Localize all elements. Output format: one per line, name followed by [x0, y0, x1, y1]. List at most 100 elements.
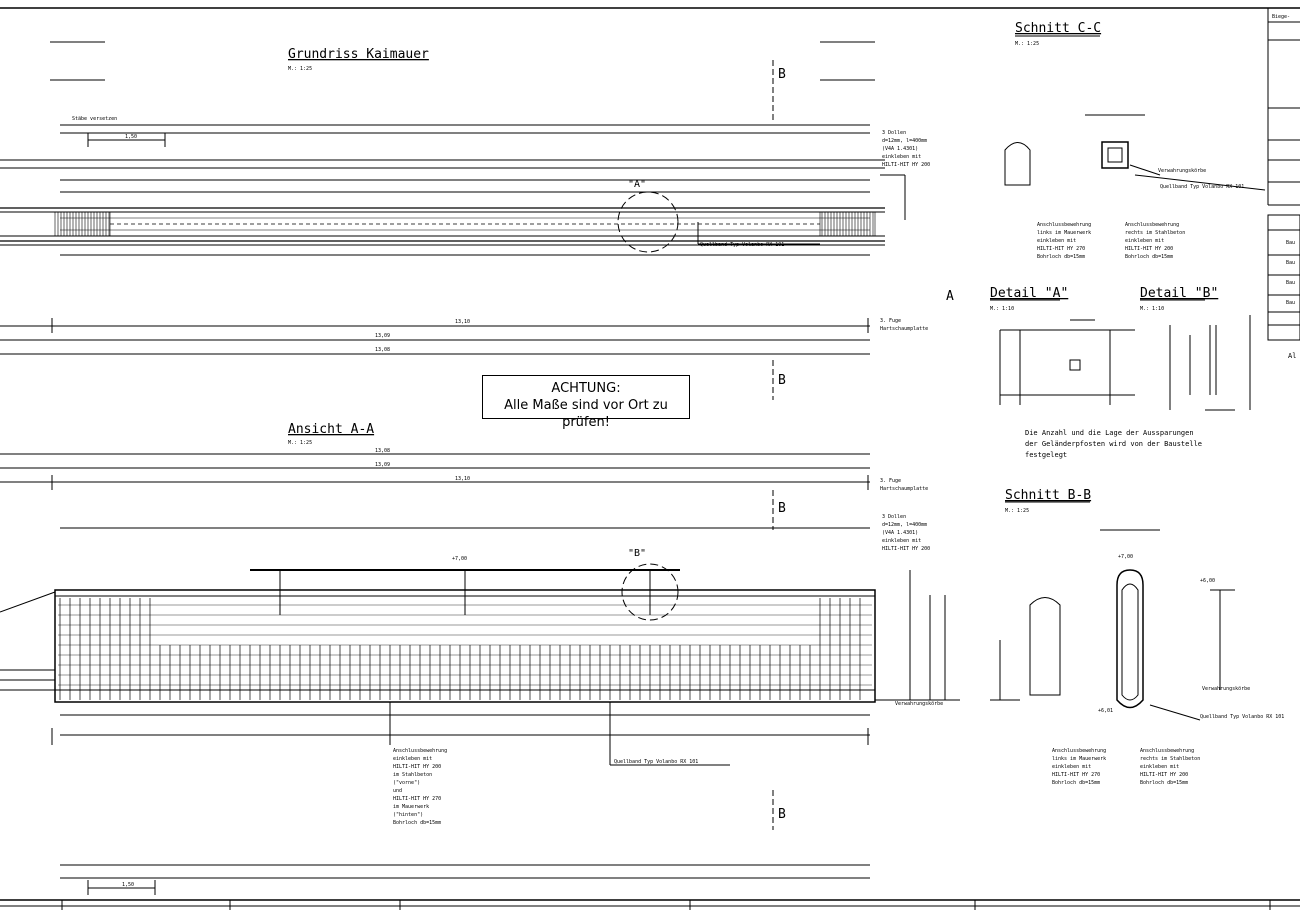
note-line: HILTI-HIT HY 200	[1125, 246, 1173, 252]
level-bb-top: +7,00	[1118, 554, 1133, 560]
dim-1309-plan: 13,09	[375, 333, 390, 339]
note-dollen-elev: 3 Dollen d=12mm, l=400mm (V4A 1.4301) einkl…	[882, 514, 930, 552]
section-marker-b-4: B	[778, 807, 786, 822]
dim-1308-elev: 13,08	[375, 448, 390, 454]
note-anschluss-cc-links: Anschlussbewehrung links im Mauerwerk eink…	[1037, 222, 1091, 260]
schnitt-cc-title: Schnitt C-C	[1015, 21, 1101, 36]
titleblock-note: Al	[1288, 352, 1296, 360]
note-line: Bohrloch db=15mm	[1037, 254, 1085, 260]
level-bb-right: +6,00	[1200, 578, 1215, 584]
note-line: Anschlussbewehrung	[393, 748, 447, 754]
note-quellband-ansicht: Quellband Typ Volanbo RX 101	[614, 759, 698, 765]
note-staebe: Stäbe versetzen	[72, 116, 117, 122]
detail-b-title: Detail "B"	[1140, 286, 1218, 301]
note-line: Anschlussbewehrung	[1140, 748, 1194, 754]
grundriss-scale: M.: 1:25	[288, 66, 312, 72]
note-line: einkleben mit	[882, 538, 921, 544]
note-line: Bohrloch db=15mm	[393, 820, 441, 826]
dim-1310-plan: 13,10	[455, 319, 470, 325]
note-line: festgelegt	[1025, 451, 1067, 459]
dim-1308-plan: 13,08	[375, 347, 390, 353]
note-verwahrung-elev: Verwahrungskörbe	[895, 701, 943, 707]
note-line: ("vorne")	[393, 780, 420, 786]
note-line: HILTI-HIT HY 270	[1037, 246, 1085, 252]
note-line: einkleben mit	[393, 756, 432, 762]
schnitt-bb-scale: M.: 1:25	[1005, 508, 1029, 514]
note-quellband-bb: Quellband Typ Volanbo RX 101	[1200, 714, 1284, 720]
titleblock-header: Biege-	[1272, 14, 1290, 20]
detail-a-title: Detail "A"	[990, 286, 1068, 301]
note-line: Bau	[1286, 260, 1295, 266]
note-line: Bau	[1286, 280, 1295, 286]
section-marker-b-1: B	[778, 67, 786, 82]
note-dollen-plan: 3 Dollen d=12mm, l=400mm (V4A 1.4301) einkl…	[882, 130, 930, 168]
schnitt-cc-scale: M.: 1:25	[1015, 41, 1039, 47]
note-aussparungen: Die Anzahl und die Lage der Aussparungen…	[1025, 429, 1202, 459]
note-verwahrung-bb: Verwahrungskörbe	[1202, 686, 1250, 692]
note-line: im Mauerwerk	[393, 804, 429, 810]
note-quellband-cc: Quellband Typ Volanbo RX 101	[1160, 184, 1244, 190]
note-line: d=12mm, l=400mm	[882, 522, 927, 528]
note-line: Bau	[1286, 300, 1295, 306]
note-line: links im Mauerwerk	[1037, 230, 1091, 236]
note-line: Anschlussbewehrung	[1125, 222, 1179, 228]
note-line: HILTI-HIT HY 200	[393, 764, 441, 770]
note-line: 3 Dollen	[882, 130, 906, 136]
note-line: Bohrloch db=15mm	[1052, 780, 1100, 786]
note-line: (V4A 1.4301)	[882, 530, 918, 536]
note-line: 3. Fuge	[880, 318, 901, 324]
note-line: und	[393, 788, 402, 794]
note-line: Hartschaumplatte	[880, 326, 928, 332]
note-verwahrung-cc: Verwahrungskörbe	[1158, 168, 1206, 174]
note-line: Anschlussbewehrung	[1052, 748, 1106, 754]
section-marker-a: A	[946, 289, 954, 304]
level-bb-bottom: +6,01	[1098, 708, 1113, 714]
detail-b-callout: "B"	[628, 548, 646, 559]
note-line: HILTI-HIT HY 200	[1140, 772, 1188, 778]
note-anschluss-ansicht: Anschlussbewehrung einkleben mitHILTI-HIT…	[393, 748, 447, 826]
note-line: links im Mauerwerk	[1052, 756, 1106, 762]
section-marker-b-3: B	[778, 501, 786, 516]
note-line: der Geländerpfosten wird von der Baustel…	[1025, 440, 1202, 448]
achtung-text: Alle Maße sind vor Ort zu prüfen!	[504, 398, 668, 430]
note-line: Hartschaumplatte	[880, 486, 928, 492]
note-line: Bohrloch db=15mm	[1140, 780, 1188, 786]
schnitt-bb-title: Schnitt B-B	[1005, 488, 1091, 503]
note-line: HILTI-HIT HY 270	[393, 796, 441, 802]
note-line: einkleben mit	[1052, 764, 1091, 770]
dim-150-plan: 1,50	[125, 134, 137, 140]
section-marker-b-2: B	[778, 373, 786, 388]
note-line: Die Anzahl und die Lage der Aussparungen	[1025, 429, 1194, 437]
note-line: HILTI-HIT HY 270	[1052, 772, 1100, 778]
note-line: 3. Fuge	[880, 478, 901, 484]
note-line: einkleben mit	[1037, 238, 1076, 244]
note-line: HILTI-HIT HY 200	[882, 162, 930, 168]
dim-1310-elev: 13,10	[455, 476, 470, 482]
note-anschluss-bb-links: Anschlussbewehrung links im Mauerwerk eink…	[1052, 748, 1106, 786]
note-line: einkleben mit	[882, 154, 921, 160]
note-line: Bau	[1286, 240, 1295, 246]
note-line: rechts im Stahlbeton	[1140, 756, 1200, 762]
detail-a-scale: M.: 1:10	[990, 306, 1014, 312]
grundriss-title: Grundriss Kaimauer	[288, 47, 429, 62]
note-line: Anschlussbewehrung	[1037, 222, 1091, 228]
detail-b-scale: M.: 1:10	[1140, 306, 1164, 312]
note-line: 3 Dollen	[882, 514, 906, 520]
dim-1309-elev: 13,09	[375, 462, 390, 468]
note-line: im Stahlbeton	[393, 772, 432, 778]
note-line: HILTI-HIT HY 200	[882, 546, 930, 552]
achtung-warning-box: ACHTUNG: Alle Maße sind vor Ort zu prüfe…	[482, 375, 690, 430]
detail-a-callout: "A"	[628, 179, 646, 190]
note-line: Bohrloch db=15mm	[1125, 254, 1173, 260]
note-line: (V4A 1.4301)	[882, 146, 918, 152]
note-line: einkleben mit	[1140, 764, 1179, 770]
ansicht-scale: M.: 1:25	[288, 440, 312, 446]
note-line: ("hinten")	[393, 812, 423, 818]
note-line: d=12mm, l=400mm	[882, 138, 927, 144]
achtung-heading: ACHTUNG:	[551, 381, 621, 396]
